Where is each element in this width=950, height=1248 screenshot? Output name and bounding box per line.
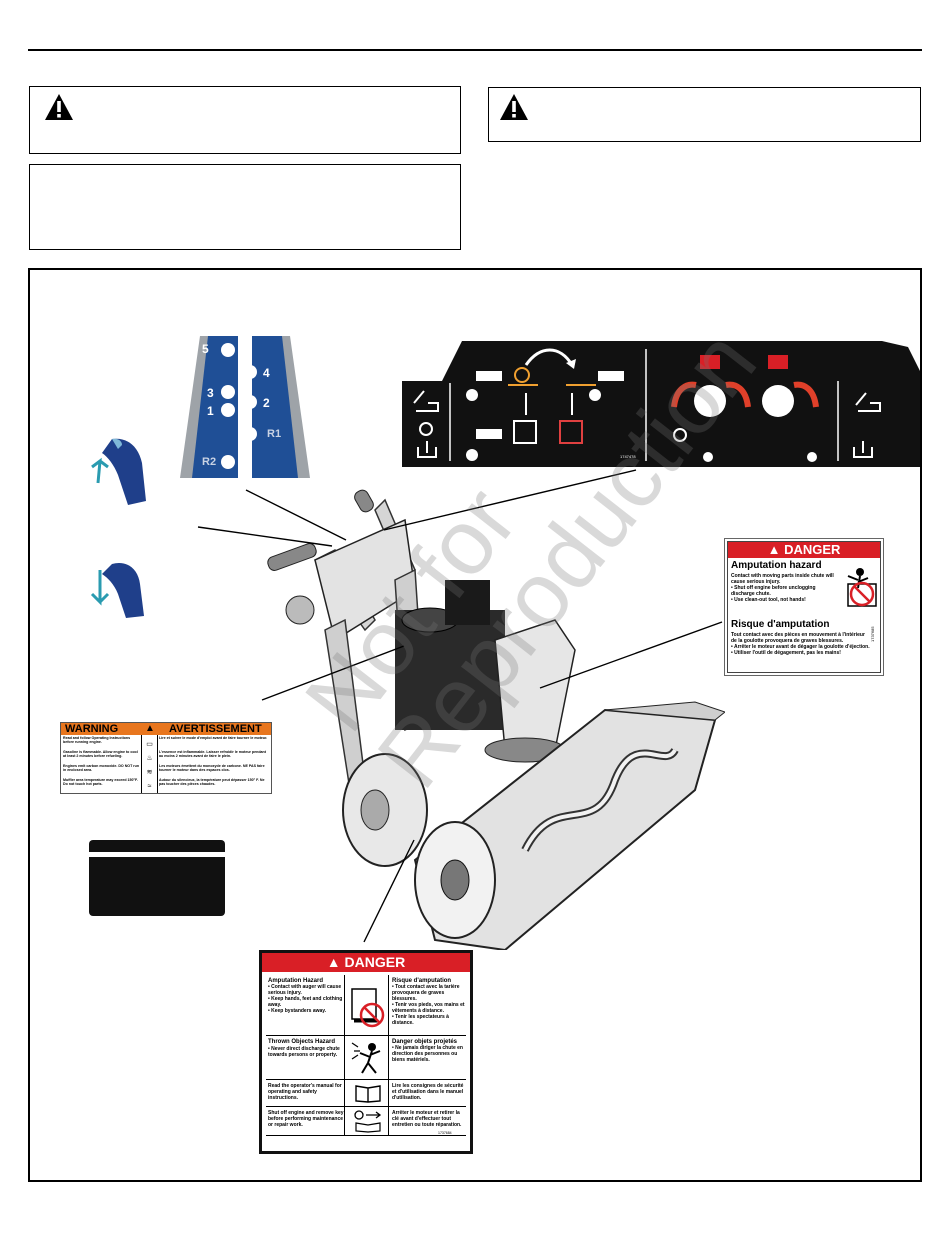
danger-auger-section-1-en: Amputation Hazard • Contact with auger w… xyxy=(268,978,343,1014)
danger-triangle-icon: ▲ xyxy=(326,954,341,970)
warning-row-icons: ▭ ♨ ≋ ≈ xyxy=(143,738,156,794)
notice-box-left xyxy=(29,164,461,250)
no-hands-auger-icon xyxy=(351,988,385,1028)
danger-auger-section-1-fr: Risque d'amputation • Tout contact avec … xyxy=(392,978,465,1026)
danger-chute-part-number: 1737685 xyxy=(870,626,875,642)
operator-manual-icon xyxy=(355,1085,381,1103)
danger-chute-title-en: Amputation hazard xyxy=(731,560,822,571)
danger-chute-decal: ▲ DANGER Amputation hazard Contact with … xyxy=(724,538,884,676)
no-hands-chute-icon xyxy=(847,568,877,607)
speed-mark: 1 xyxy=(207,404,214,418)
danger-auger-part-number: 1737684 xyxy=(438,1131,452,1135)
manual-icon: ▭ xyxy=(146,741,153,748)
fumes-icon: ≋ xyxy=(146,769,153,776)
speed-mark: 4 xyxy=(263,366,270,380)
danger-auger-section-3-en: Read the operator's manual for operating… xyxy=(268,1083,342,1101)
warning-rows-en: Read and follow Operating Instructions b… xyxy=(63,736,140,787)
warning-header: WARNING ▲ AVERTISSEMENT xyxy=(61,723,271,735)
lever-up-icon xyxy=(91,438,146,505)
fire-icon: ♨ xyxy=(146,755,153,762)
danger-triangle-icon: ▲ xyxy=(767,542,781,557)
danger-chute-lines-fr: Tout contact avec des pièces en mouvemen… xyxy=(731,632,870,656)
speed-selector-decal xyxy=(180,336,310,486)
danger-auger-section-4-fr: Arrêter le moteur et retirer la clé avan… xyxy=(392,1110,462,1128)
control-panel-decal xyxy=(402,341,920,467)
warning-triangle-icon xyxy=(45,94,73,120)
model-number-plate xyxy=(89,840,225,916)
lever-down-icon xyxy=(90,562,144,618)
warning-triangle-icon xyxy=(500,94,528,120)
warning-triangle-icon: ▲ xyxy=(145,723,155,734)
danger-auger-section-2-en: Thrown Objects Hazard • Never direct dis… xyxy=(268,1039,340,1058)
warning-rows-fr: Lire et suivre le mode d'emploi avant de… xyxy=(159,736,268,787)
decal-location-figure xyxy=(28,268,922,1182)
danger-auger-footer: This spark ignition system complies with… xyxy=(291,1139,441,1148)
warning-box-right xyxy=(488,87,921,142)
speed-mark: 5 xyxy=(202,342,209,356)
danger-auger-section-3-fr: Lire les consignes de sécurité et d'util… xyxy=(392,1083,464,1101)
speed-mark: R2 xyxy=(202,456,217,468)
control-decal-part-number: 1747478 xyxy=(620,454,636,459)
danger-header: ▲ DANGER xyxy=(262,953,470,972)
warning-engine-decal: WARNING ▲ AVERTISSEMENT Read and follow … xyxy=(60,722,272,794)
danger-auger-section-4-en: Shut off engine and remove key before pe… xyxy=(268,1110,344,1128)
danger-chute-lines-en: Contact with moving parts inside chute w… xyxy=(731,573,834,603)
remove-key-icon xyxy=(354,1110,382,1133)
danger-auger-section-2-fr: Danger objets projetés • Ne jamais dirig… xyxy=(392,1039,463,1063)
snowblower-illustration xyxy=(267,489,725,950)
speed-mark: 2 xyxy=(263,396,270,410)
danger-header: ▲ DANGER xyxy=(728,542,880,558)
danger-auger-decal: ▲ DANGER Amputation Hazard • Contact wit… xyxy=(259,950,473,1154)
speed-mark: R1 xyxy=(267,428,282,440)
thrown-objects-icon xyxy=(351,1042,381,1074)
hot-surface-icon: ≈ xyxy=(147,783,152,790)
speed-mark: 3 xyxy=(207,386,214,400)
warning-box-left xyxy=(29,86,461,154)
header-rule xyxy=(28,49,922,51)
danger-chute-title-fr: Risque d'amputation xyxy=(731,619,830,630)
